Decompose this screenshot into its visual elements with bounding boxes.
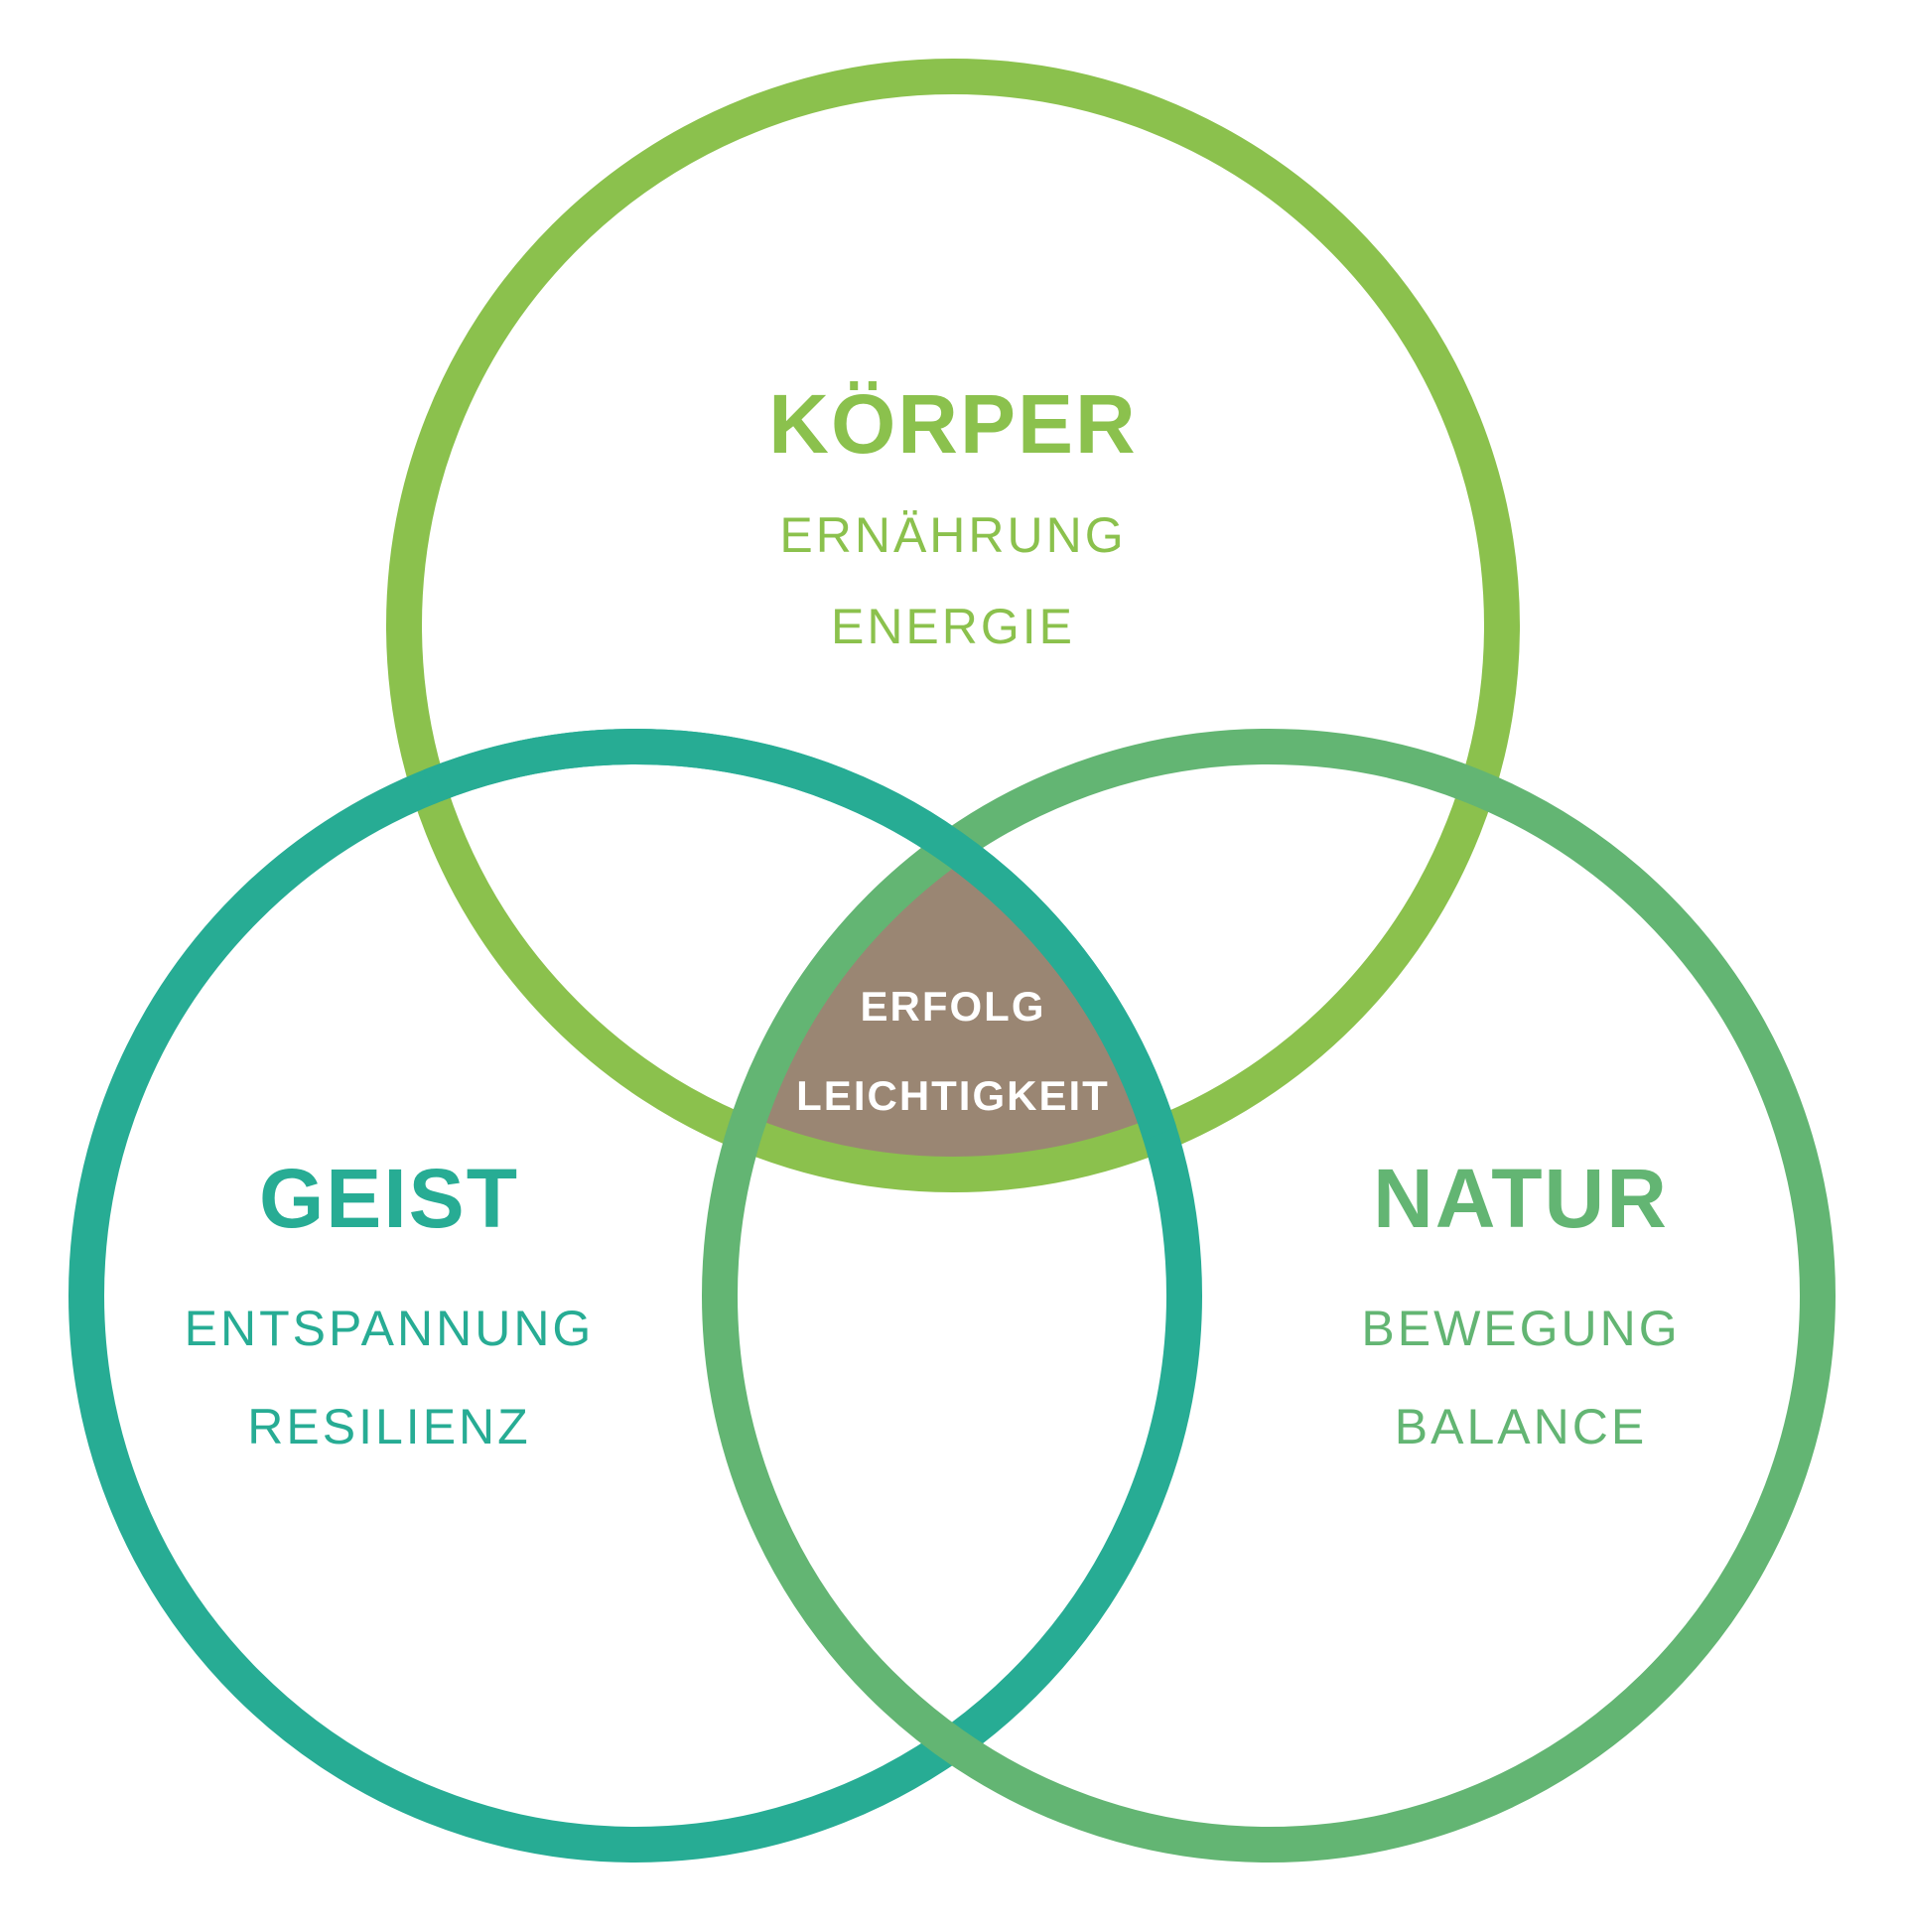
natur-item-2: BALANCE: [1395, 1399, 1647, 1454]
koerper-item-1: ERNÄHRUNG: [779, 507, 1126, 563]
geist-item-1: ENTSPANNUNG: [185, 1301, 595, 1356]
natur-item-1: BEWEGUNG: [1361, 1301, 1680, 1356]
koerper-title: KÖRPER: [768, 377, 1137, 471]
geist-title: GEIST: [259, 1152, 519, 1245]
circle-natur: [702, 729, 1836, 1863]
geist-item-2: RESILIENZ: [247, 1399, 530, 1454]
circle-koerper: [386, 59, 1520, 1192]
intersection-item-1: ERFOLG: [861, 983, 1046, 1030]
natur-title: NATUR: [1373, 1152, 1669, 1245]
koerper-item-2: ENERGIE: [831, 599, 1075, 654]
intersection-region: [720, 747, 1184, 1174]
intersection-item-2: LEICHTIGKEIT: [796, 1072, 1110, 1119]
